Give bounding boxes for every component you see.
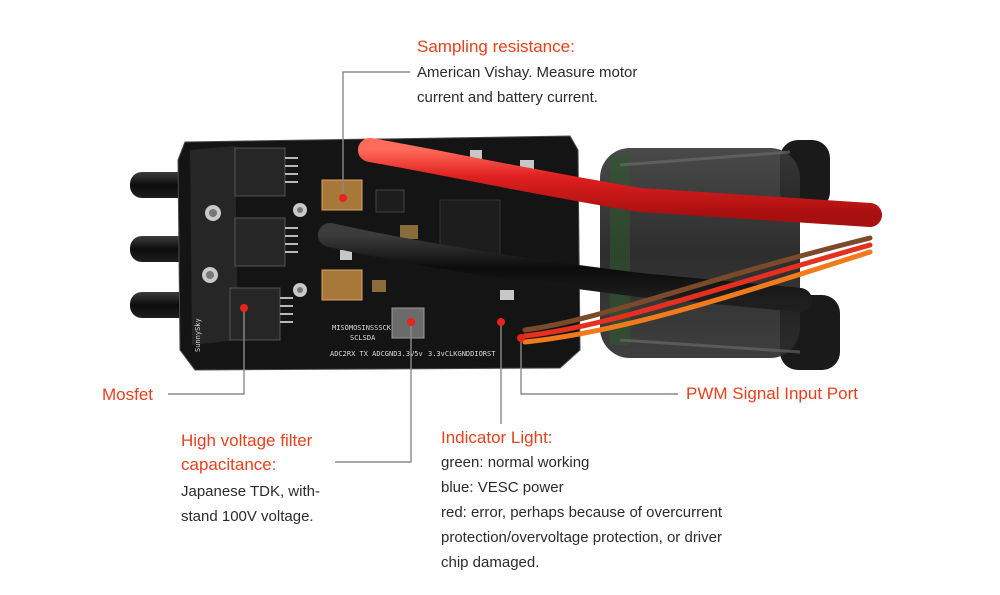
indicator-line: red: error, perhaps because of overcurre… bbox=[441, 504, 722, 521]
capacitance-line: Japanese TDK, with- bbox=[181, 483, 320, 500]
sampling-title: Sampling resistance: bbox=[417, 37, 575, 56]
sampling-line: current and battery current. bbox=[417, 89, 598, 106]
marker-dots bbox=[240, 194, 525, 342]
shunt-resistors bbox=[321, 179, 363, 301]
silk-row2: SCLSDA bbox=[350, 334, 376, 342]
capacitance-description: Japanese TDK, with- stand 100V voltage. bbox=[181, 479, 320, 529]
silk-row3: ADC2RX TX ADCGND3.3V5v bbox=[330, 350, 423, 358]
sampling-description: American Vishay. Measure motor current a… bbox=[417, 60, 637, 110]
mosfet-marker bbox=[240, 304, 248, 312]
signal-wires bbox=[522, 235, 873, 345]
indicator-line: chip damaged. bbox=[441, 554, 540, 571]
indicator-title: Indicator Light: bbox=[441, 428, 553, 447]
pwm-title: PWM Signal Input Port bbox=[686, 384, 858, 403]
mosfets bbox=[229, 147, 298, 341]
sampling-marker bbox=[339, 194, 347, 202]
black-power-wire bbox=[318, 223, 812, 312]
capacitor-marker bbox=[407, 318, 415, 326]
silk-brand: SunnySky bbox=[194, 318, 202, 352]
capacitance-line: stand 100V voltage. bbox=[181, 508, 314, 525]
silk-row4: 3.3vCLKGNDDIORST bbox=[428, 350, 496, 358]
silkscreen: MISOMOSINSSSCK SCLSDA ADC2RX TX ADCGND3.… bbox=[194, 318, 496, 358]
indicator-description: green: normal working blue: VESC power r… bbox=[441, 450, 722, 575]
pwm-marker bbox=[517, 334, 525, 342]
capacitance-title: High voltage filter capacitance: bbox=[181, 429, 312, 477]
mosfet-title: Mosfet bbox=[102, 385, 154, 404]
indicator-line: green: normal working bbox=[441, 454, 590, 471]
indicator-line: blue: VESC power bbox=[441, 479, 564, 496]
indicator-line: protection/overvoltage protection, or dr… bbox=[441, 529, 722, 546]
sampling-line: American Vishay. Measure motor bbox=[417, 64, 638, 81]
silk-row1: MISOMOSINSSSCK bbox=[332, 324, 392, 332]
capacitance-title-line: capacitance: bbox=[181, 455, 277, 474]
capacitance-title-line: High voltage filter bbox=[181, 431, 313, 450]
indicator-marker bbox=[497, 318, 505, 326]
red-power-wire bbox=[358, 138, 882, 227]
leader-lines bbox=[168, 71, 678, 463]
